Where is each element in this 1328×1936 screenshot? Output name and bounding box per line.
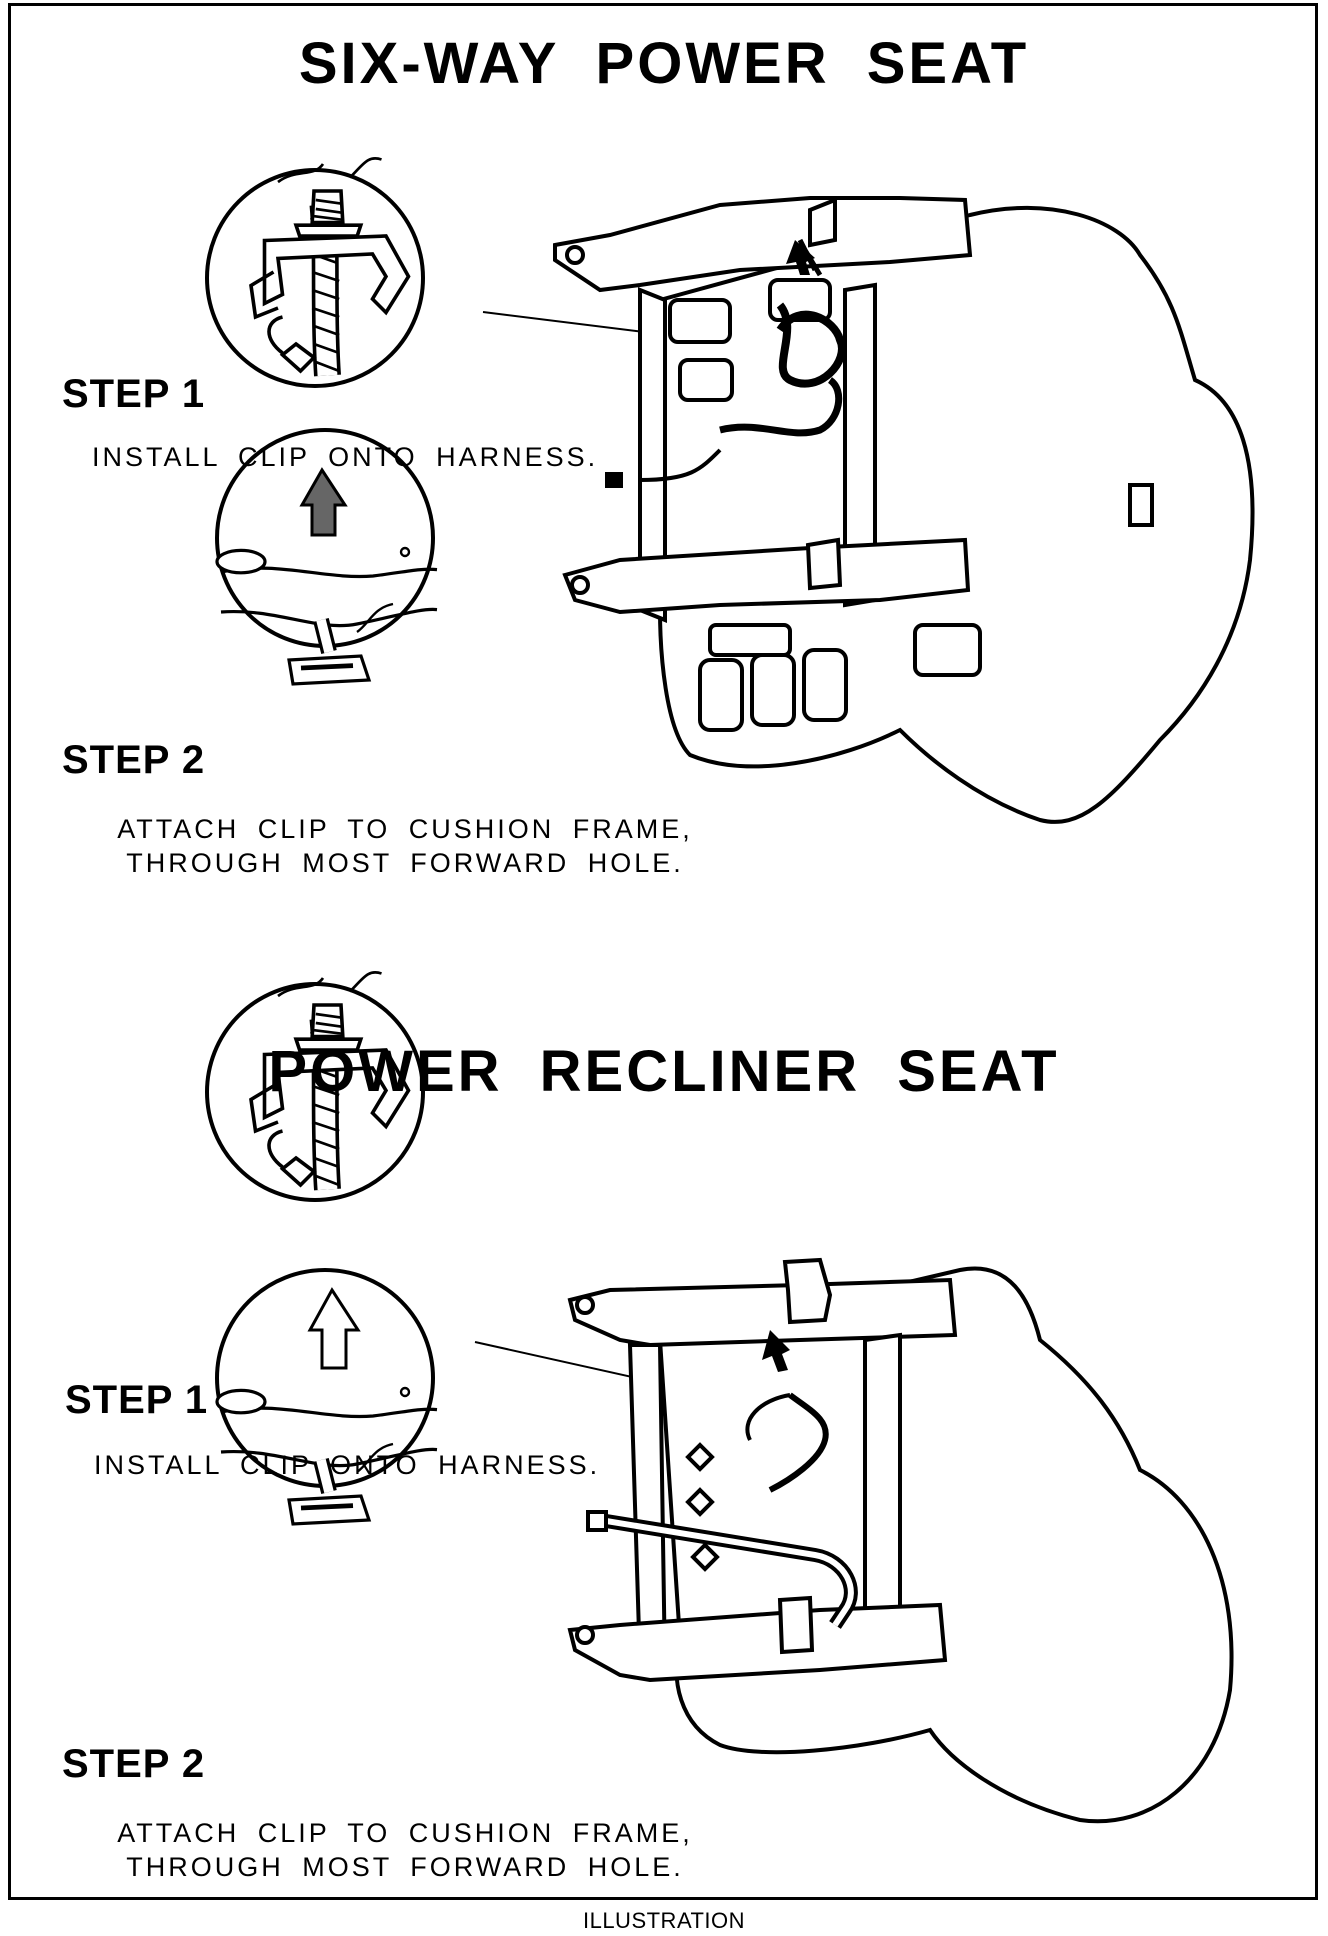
six-way-seat-drawing (553, 196, 1255, 824)
step2-instruction-line2: THROUGH MOST FORWARD HOLE. (126, 848, 684, 878)
step2-instruction-2: ATTACH CLIP TO CUSHION FRAME, THROUGH MO… (100, 1816, 710, 1884)
step2-instruction: ATTACH CLIP TO CUSHION FRAME, THROUGH MO… (100, 812, 710, 880)
step2-instruction-2-line1: ATTACH CLIP TO CUSHION FRAME, (117, 1818, 693, 1848)
step1-label: STEP 1 (62, 372, 206, 416)
up-arrow-icon (299, 467, 348, 537)
step2-instruction-2-line2: THROUGH MOST FORWARD HOLE. (126, 1852, 684, 1882)
illustration-frame (8, 3, 1318, 1900)
step2-label-2: STEP 2 (62, 1742, 206, 1786)
illustration-caption: ILLUSTRATION (582, 1908, 746, 1933)
step2-instruction-line1: ATTACH CLIP TO CUSHION FRAME, (117, 814, 693, 844)
up-arrow-outline-icon (307, 1287, 361, 1370)
step2-label: STEP 2 (62, 738, 206, 782)
step1-instruction-2: INSTALL CLIP ONTO HARNESS. (94, 1450, 601, 1480)
power-recliner-seat-title: POWER RECLINER SEAT (268, 1039, 1060, 1104)
six-way-seat-title: SIX-WAY POWER SEAT (298, 31, 1030, 96)
recliner-seat-drawing (567, 1257, 1234, 1824)
step1-instruction: INSTALL CLIP ONTO HARNESS. (92, 442, 599, 472)
step1-label-2: STEP 1 (65, 1378, 209, 1422)
